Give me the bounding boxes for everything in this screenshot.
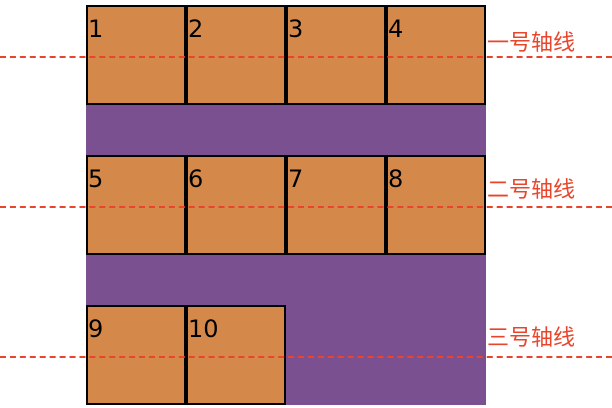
item-number: 6 xyxy=(188,165,204,193)
grid-item: 9 xyxy=(86,305,186,405)
grid-item: 10 xyxy=(186,305,286,405)
grid-item: 5 xyxy=(86,155,186,255)
item-number: 1 xyxy=(88,15,104,43)
item-number: 9 xyxy=(88,315,104,343)
axis-label-1: 一号轴线 xyxy=(487,31,578,56)
grid-item: 7 xyxy=(286,155,386,255)
grid-item: 4 xyxy=(386,5,486,105)
grid-item: 8 xyxy=(386,155,486,255)
item-number: 10 xyxy=(188,315,219,343)
axis-line-2 xyxy=(0,206,612,208)
item-number: 5 xyxy=(88,165,104,193)
item-number: 4 xyxy=(388,15,404,43)
grid-item: 2 xyxy=(186,5,286,105)
item-number: 2 xyxy=(188,15,204,43)
axis-line-3 xyxy=(0,356,612,358)
axis-label-2: 二号轴线 xyxy=(487,178,578,203)
grid-item: 1 xyxy=(86,5,186,105)
item-number: 3 xyxy=(288,15,304,43)
grid-item: 6 xyxy=(186,155,286,255)
axis-label-3: 三号轴线 xyxy=(487,326,578,351)
grid-item: 3 xyxy=(286,5,386,105)
item-number: 8 xyxy=(388,165,404,193)
item-number: 7 xyxy=(288,165,304,193)
axis-line-1 xyxy=(0,56,612,58)
grid-container: 1 2 3 4 5 6 7 8 9 10 xyxy=(86,5,486,405)
